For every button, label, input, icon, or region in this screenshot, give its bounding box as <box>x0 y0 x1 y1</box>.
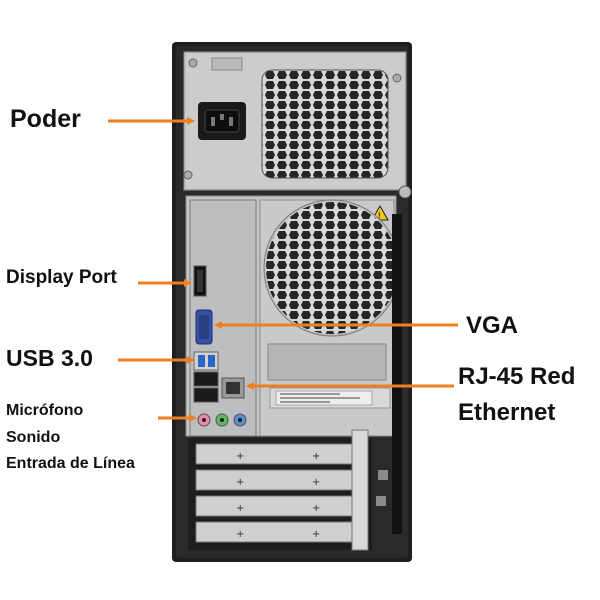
label-usb: USB 3.0 <box>6 345 93 371</box>
callout-arrows <box>108 117 458 422</box>
power-supply <box>183 51 412 199</box>
label-vga: VGA <box>466 312 519 339</box>
vga-port <box>195 309 213 345</box>
svg-text:+: + <box>312 451 320 462</box>
expansion-slots: + + + + + + + + <box>188 429 372 551</box>
ethernet-port <box>221 377 245 399</box>
svg-text:!: ! <box>378 212 381 221</box>
label-rj45: RJ-45 Red <box>458 363 576 390</box>
screw-icon <box>398 185 412 199</box>
power-connector <box>198 102 246 140</box>
rear-ports <box>193 265 247 427</box>
screw-icon <box>188 58 198 68</box>
svg-text:+: + <box>236 451 244 462</box>
usb-3-ports <box>193 351 219 403</box>
display-port <box>193 265 207 297</box>
audio-jacks <box>197 413 247 427</box>
svg-text:+: + <box>236 529 244 540</box>
svg-text:+: + <box>312 477 320 488</box>
expansion-slot <box>195 521 363 543</box>
svg-text:+: + <box>236 477 244 488</box>
fan-grille <box>263 199 401 337</box>
label-display-port: Display Port <box>6 267 117 288</box>
svg-text:+: + <box>236 503 244 514</box>
label-audio-sound: Sonido <box>6 429 61 446</box>
screw-icon <box>183 170 193 180</box>
expansion-slot <box>195 495 363 517</box>
svg-text:+: + <box>312 503 320 514</box>
label-ethernet: Ethernet <box>458 399 556 426</box>
svg-text:+: + <box>312 529 320 540</box>
screw-icon <box>392 73 402 83</box>
label-audio-line-in: Entrada de Línea <box>6 455 135 472</box>
expansion-slot <box>195 469 363 491</box>
psu-grille <box>261 69 389 179</box>
label-audio-mic: Micrófono <box>6 402 84 419</box>
label-power: Poder <box>10 105 81 133</box>
expansion-slot <box>195 443 363 465</box>
